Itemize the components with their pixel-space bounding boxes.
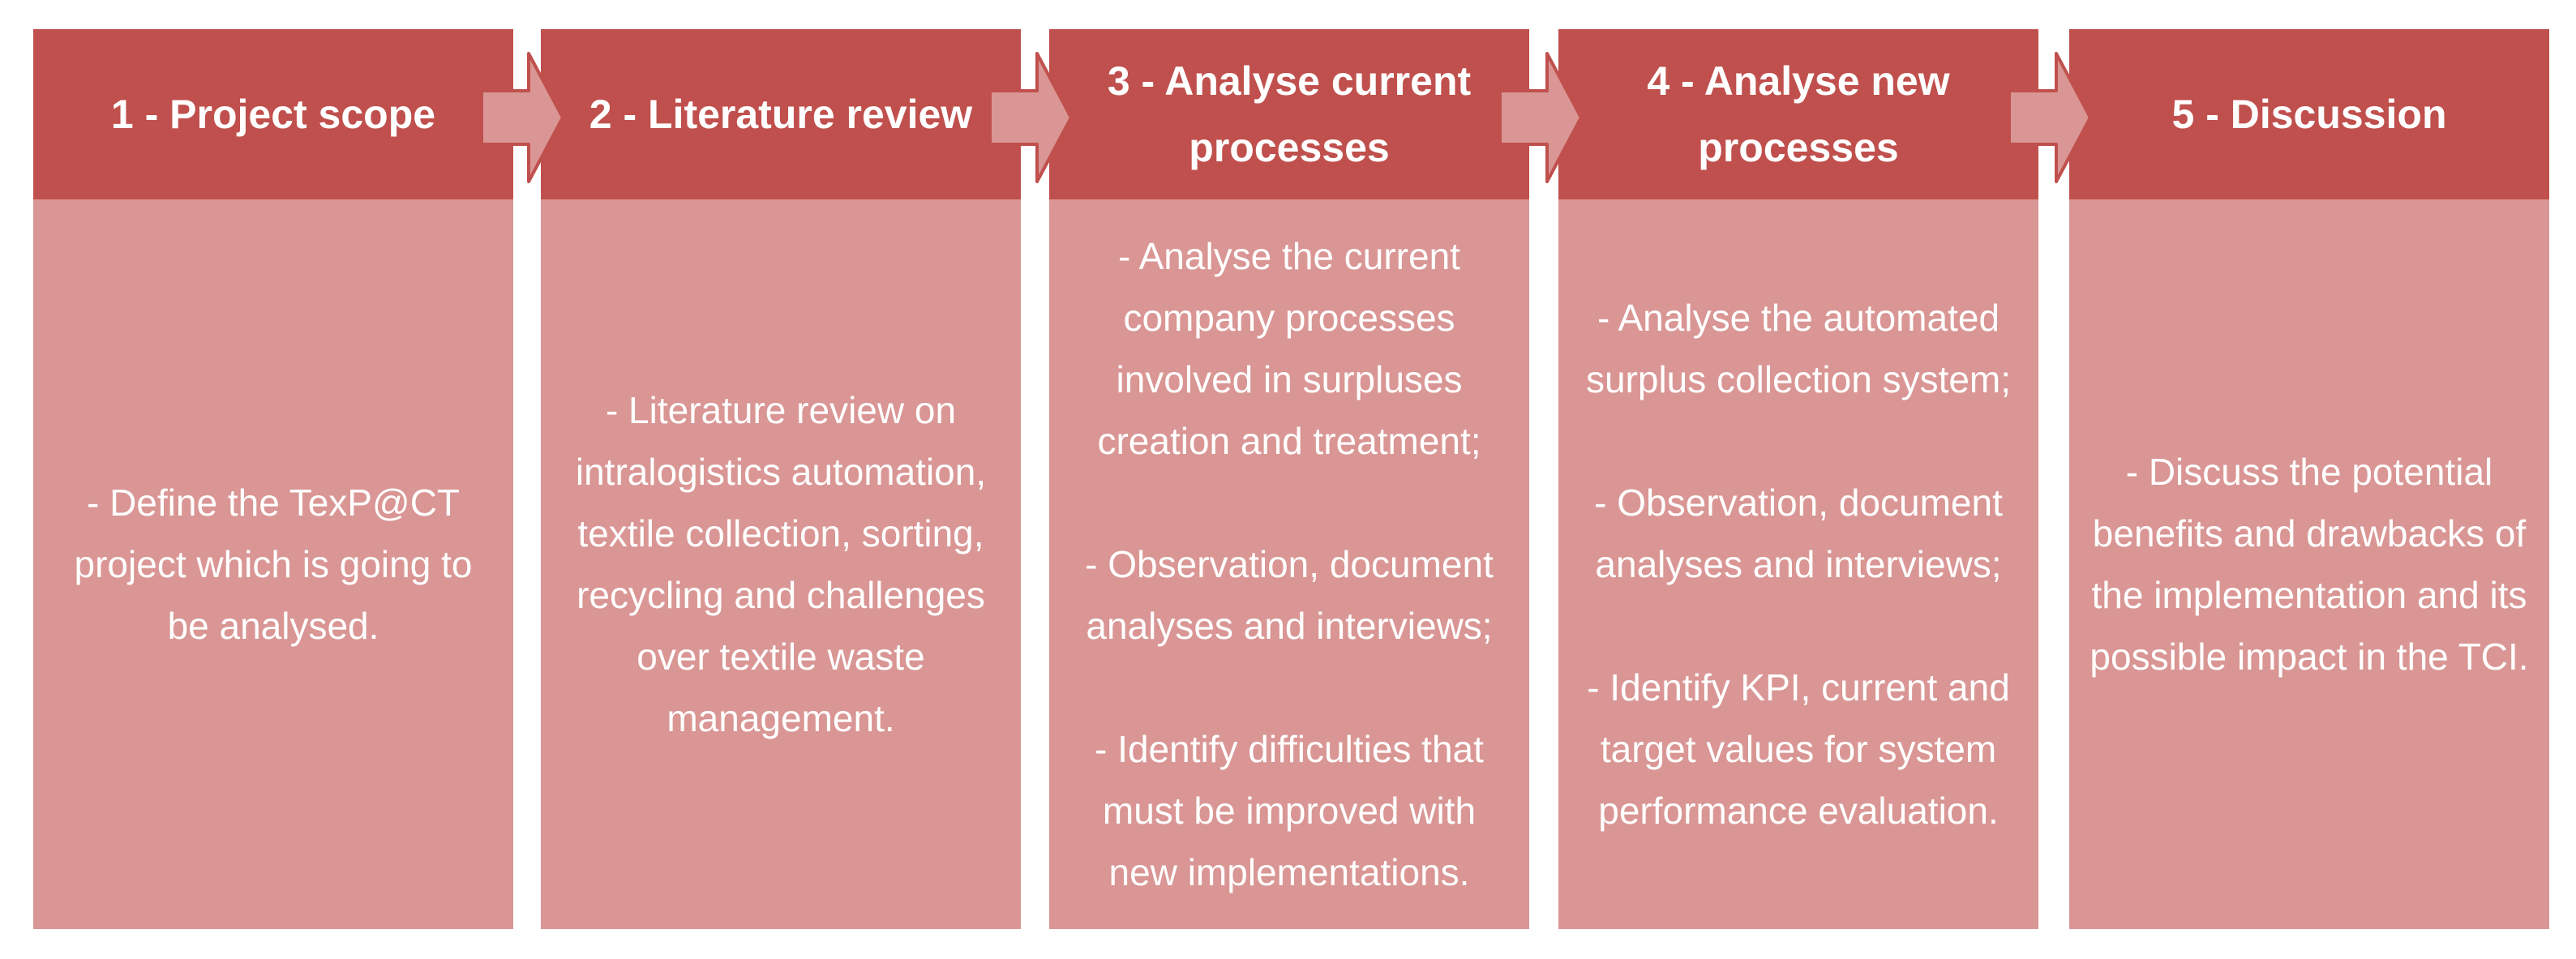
- stage-3-body: - Analyse the current company processes …: [1049, 199, 1529, 929]
- stage-1-description: - Define the TexP@CT project which is go…: [54, 472, 492, 657]
- stage-4-header: 4 - Analyse new processes: [1558, 29, 2038, 199]
- stage-5-item: - Discuss the potential benefits and dra…: [2090, 451, 2529, 678]
- stage-5-title: 5 - Discussion: [2171, 92, 2447, 137]
- stage-2: 2 - Literature review - Literature revie…: [541, 29, 1021, 929]
- stage-4-description: - Analyse the automated surplus collecti…: [1573, 287, 2024, 841]
- stage-4-item: - Observation, document analyses and int…: [1594, 482, 2003, 585]
- stage-2-header: 2 - Literature review: [541, 29, 1021, 199]
- stage-5: 5 - Discussion - Discuss the potential b…: [2069, 29, 2549, 929]
- stage-3-item: - Analyse the current company processes …: [1097, 235, 1481, 462]
- stage-3-header: 3 - Analyse current processes: [1049, 29, 1529, 199]
- stage-4: 4 - Analyse new processes - Analyse the …: [1558, 29, 2038, 929]
- stage-5-header: 5 - Discussion: [2069, 29, 2549, 199]
- arrow-right-icon: [988, 52, 1073, 183]
- stage-5-body: - Discuss the potential benefits and dra…: [2069, 199, 2549, 929]
- stage-5-description: - Discuss the potential benefits and dra…: [2084, 441, 2535, 687]
- stage-1-body: - Define the TexP@CT project which is go…: [33, 199, 513, 929]
- stage-2-body: - Literature review on intralogistics au…: [541, 199, 1021, 929]
- stage-4-item: - Analyse the automated surplus collecti…: [1585, 297, 2012, 400]
- stage-3-item: - Observation, document analyses and int…: [1085, 543, 1494, 647]
- stage-3-title: 3 - Analyse current processes: [1107, 58, 1472, 170]
- arrow-right-icon: [480, 52, 564, 183]
- stage-4-body: - Analyse the automated surplus collecti…: [1558, 199, 2038, 929]
- stage-2-title: 2 - Literature review: [589, 92, 973, 137]
- stage-3-item: - Identify difficulties that must be imp…: [1095, 728, 1484, 893]
- stage-2-item: - Literature review on intralogistics au…: [575, 389, 987, 739]
- stage-1-item: - Define the TexP@CT project which is go…: [74, 482, 473, 647]
- stage-2-description: - Literature review on intralogistics au…: [555, 379, 1006, 749]
- stage-3: 3 - Analyse current processes - Analyse …: [1049, 29, 1529, 929]
- stage-3-description: - Analyse the current company processes …: [1064, 225, 1515, 903]
- stage-4-item: - Identify KPI, current and target value…: [1587, 666, 2010, 832]
- stage-1: 1 - Project scope - Define the TexP@CT p…: [33, 29, 513, 929]
- stage-4-title: 4 - Analyse new processes: [1647, 58, 1950, 170]
- stage-1-header: 1 - Project scope: [33, 29, 513, 199]
- stage-1-title: 1 - Project scope: [110, 92, 436, 137]
- arrow-right-icon: [1498, 52, 1583, 183]
- arrow-right-icon: [2008, 52, 2092, 183]
